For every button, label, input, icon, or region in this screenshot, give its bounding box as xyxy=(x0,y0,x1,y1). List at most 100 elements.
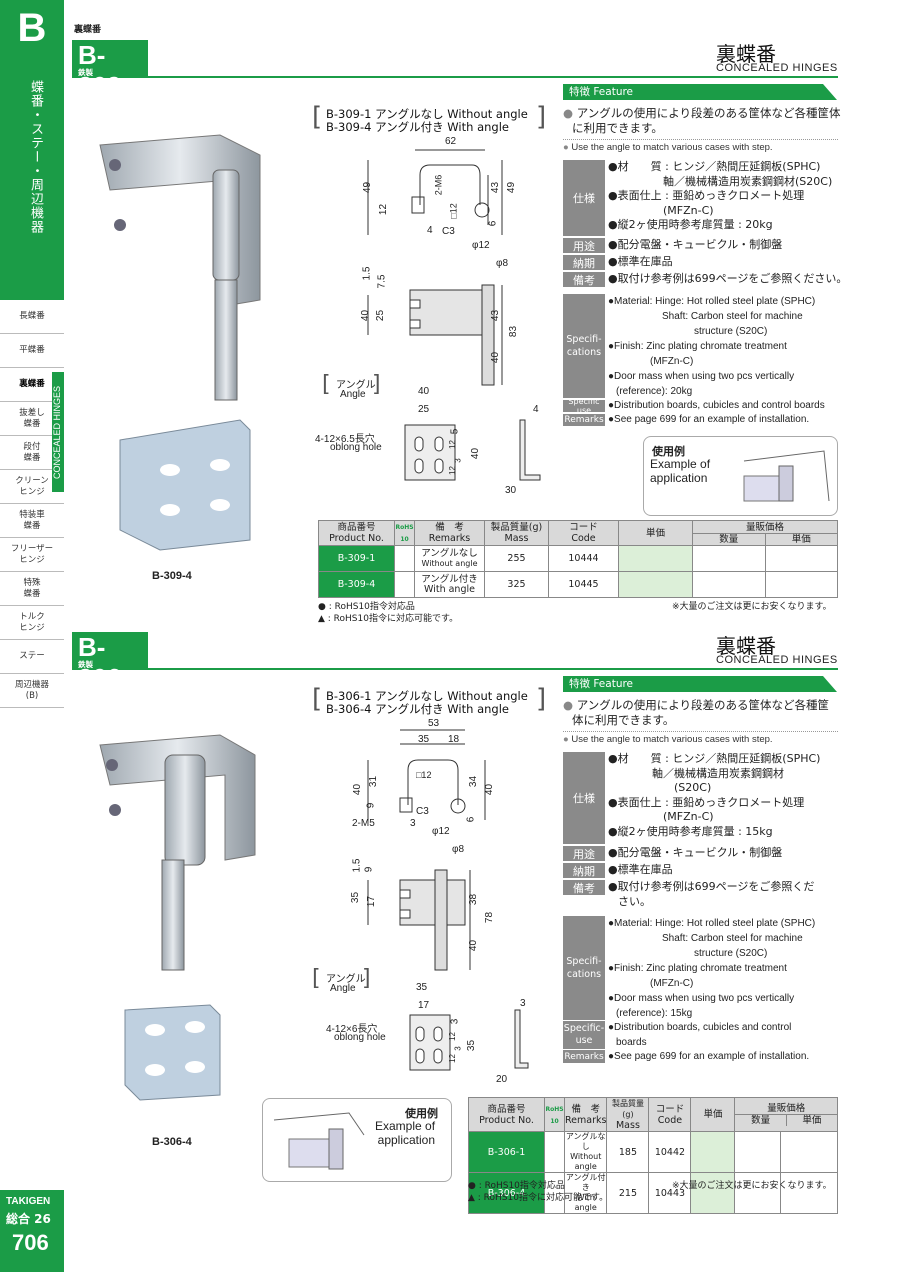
spec-en: ●Material: Hinge: Hot rolled steel plate… xyxy=(608,918,816,1019)
delivery-jp: ●標準在庫品 xyxy=(608,863,673,876)
dim-2m6: 2-M6 xyxy=(433,174,444,196)
dim-40a: 40 xyxy=(352,783,364,796)
remark-jp: ●取付け参考例は699ページをご参照ください。 xyxy=(608,272,848,285)
page-footer-band: TAKIGEN 総合 26 706 xyxy=(0,1190,64,1272)
feature-en: ● Use the angle to match various cases w… xyxy=(563,142,773,153)
application-box: 使用例 Example of application xyxy=(262,1098,452,1182)
cell-rohs xyxy=(394,545,415,572)
spec-en: ●Material: Hinge: Hot rolled steel plate… xyxy=(608,296,816,397)
header-rule xyxy=(148,668,838,670)
bracket-left: [ xyxy=(312,684,323,714)
dim-3b: 3 xyxy=(449,1018,461,1025)
oblong-hole-en: oblong hole xyxy=(330,442,382,453)
dim-5: 5 xyxy=(449,428,461,435)
divider xyxy=(563,139,838,140)
dim-31: 31 xyxy=(368,775,380,788)
dim-20: 20 xyxy=(496,1074,508,1085)
nav-item-flat-hinge[interactable]: 平蝶番 xyxy=(0,334,64,368)
th-volume: 量販価格数量単価 xyxy=(734,1097,838,1132)
variant-1: B-309-1 アングルなし Without angle xyxy=(326,107,528,121)
dim-35b: 35 xyxy=(350,891,362,904)
cell-product-no: B-309-4 xyxy=(318,571,395,598)
cell-product-no: B-309-1 xyxy=(318,545,395,572)
product-title-jp: 裏蝶番 xyxy=(716,634,776,658)
dim-17b: 17 xyxy=(418,1000,430,1011)
dim-17a: 17 xyxy=(366,895,378,908)
nav-item-clean-hinge[interactable]: クリーン ヒンジ xyxy=(0,470,64,504)
dim-12c: 12 xyxy=(447,440,457,449)
remark-label: 備考 xyxy=(563,272,605,287)
remark-en: ●See page 699 for an example of installa… xyxy=(608,414,810,425)
cell-qty xyxy=(692,571,766,598)
nav-item-peripherals[interactable]: 周辺機器 (B) xyxy=(0,674,64,708)
legend-rohs: ● : RoHS10指令対応品 xyxy=(318,602,415,612)
nav-item-stepped-hinge[interactable]: 段付 蝶番 xyxy=(0,436,64,470)
nav-item-special-hinge[interactable]: 特殊 蝶番 xyxy=(0,572,64,606)
bracket-right: ] xyxy=(536,684,547,714)
dim-4: 4 xyxy=(427,225,433,236)
material-label: 鉄製 xyxy=(78,68,93,77)
application-title-en: Example of application xyxy=(375,1119,436,1147)
nav-item-vehicle-hinge[interactable]: 特装車 蝶番 xyxy=(0,504,64,538)
dim-phi12: φ12 xyxy=(472,240,490,251)
feature-jp-line2: に利用できます。 xyxy=(572,121,663,135)
dim-2m5: 2-M5 xyxy=(352,818,375,829)
th-price: 単価 xyxy=(618,520,693,546)
dim-49b: 49 xyxy=(506,181,518,194)
nav-item-long-hinge[interactable]: 長蝶番 xyxy=(0,300,64,334)
product-title-en: CONCEALED HINGES xyxy=(716,62,838,74)
dim-53: 53 xyxy=(428,718,440,729)
technical-drawing xyxy=(367,729,486,971)
cell-qty xyxy=(734,1131,782,1173)
spec-en-label: Specifi- cations xyxy=(563,294,605,398)
dim-18: 18 xyxy=(448,734,460,745)
dim-1-5: 1.5 xyxy=(351,858,363,873)
spec-en-label: Specifi- cations xyxy=(563,916,605,1020)
th-mass: 製品質量(g)Mass xyxy=(484,520,549,546)
category-label: 裏蝶番 xyxy=(74,25,102,35)
th-mass: 製品質量(g)Mass xyxy=(606,1097,650,1132)
angle-drawing xyxy=(409,1009,529,1071)
nav-item-concealed-hinge[interactable]: 裏蝶番 xyxy=(0,368,64,402)
th-rohs: RoHS 10 xyxy=(544,1097,565,1132)
dim-6: 6 xyxy=(487,220,499,227)
nav-item-freezer-hinge[interactable]: フリーザー ヒンジ xyxy=(0,538,64,572)
remark-en-label: Remarks xyxy=(563,1050,605,1063)
section-title-vertical: 蝶番・ステー・周辺機器 xyxy=(28,80,43,234)
dim-35: 35 xyxy=(418,734,430,745)
feature-jp-line1: ● アングルの使用により段差のある筐体など各種筐体 xyxy=(563,106,841,120)
dim-3c: 3 xyxy=(520,998,526,1009)
nav-item-liftoff-hinge[interactable]: 抜差し 蝶番 xyxy=(0,402,64,436)
dim-phi8: φ8 xyxy=(452,844,465,855)
dim-12d: 12 xyxy=(447,466,457,475)
legend-rohs: ● : RoHS10指令対応品 xyxy=(468,1181,565,1191)
bracket-left: [ xyxy=(312,102,323,132)
dim-78: 78 xyxy=(484,911,496,924)
angle-bracket-left: [ xyxy=(322,372,331,397)
feature-jp-line2: 体に利用できます。 xyxy=(572,713,675,727)
angle-label-en: Angle xyxy=(330,983,356,994)
delivery-jp: ●標準在庫品 xyxy=(608,255,673,268)
legend-rohs-possible: ▲ : RoHS10指令に対応可能です。 xyxy=(468,1193,609,1203)
cell-code: 10444 xyxy=(548,545,619,572)
nav-item-stay[interactable]: ステー xyxy=(0,640,64,674)
angle-label-en: Angle xyxy=(340,389,366,400)
cell-rohs xyxy=(394,571,415,598)
legend-rohs-possible: ▲ : RoHS10指令に対応可能です。 xyxy=(318,614,459,624)
nav-item-torque-hinge[interactable]: トルク ヒンジ xyxy=(0,606,64,640)
dim-43b: 43 xyxy=(490,309,502,322)
bulk-note: ※大量のご注文は更にお安くなります。 xyxy=(672,1181,832,1191)
spec-label: 仕様 xyxy=(563,752,605,844)
cell-price xyxy=(690,1131,736,1173)
product-title-jp: 裏蝶番 xyxy=(716,42,776,66)
feature-bar: 特徴 Feature xyxy=(563,676,837,692)
spec-jp: ●材 質 : ヒンジ／熱間圧延鋼板(SPHC) 軸／機械構造用炭素鋼鋼材(S20… xyxy=(608,160,833,231)
use-jp: ●配分電盤・キュービクル・制御盤 xyxy=(608,238,783,251)
